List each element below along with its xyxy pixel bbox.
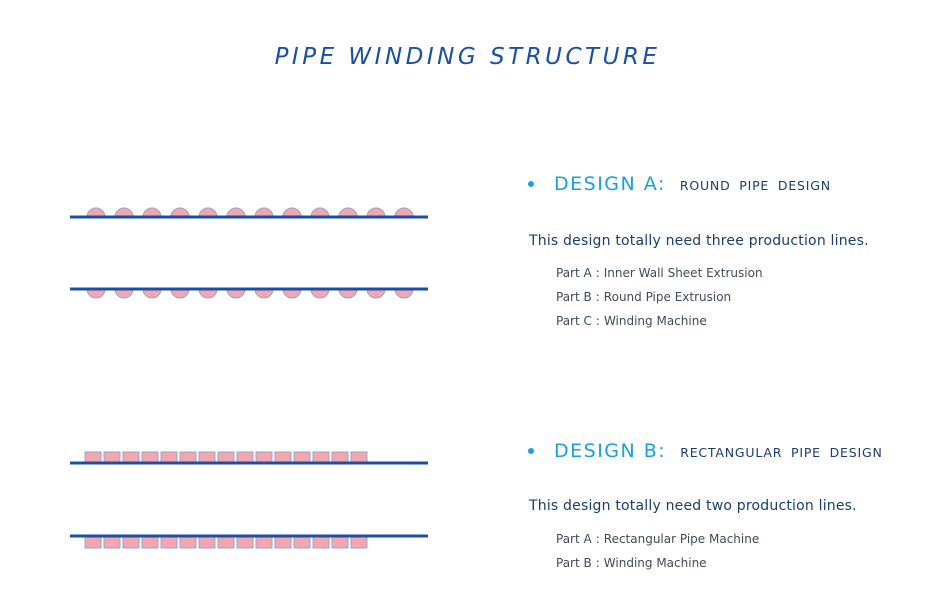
design-a-label: DESIGN A: — [554, 173, 666, 195]
bullet-icon — [528, 447, 534, 454]
rectangular-profile — [141, 451, 159, 464]
rectangular-profile — [141, 536, 159, 549]
bullet-icon — [528, 180, 534, 187]
part-id: Part A — [556, 266, 592, 280]
design-a-parts-list: Part A:Inner Wall Sheet Extrusion Part B… — [556, 261, 763, 333]
rectangular-profile — [236, 451, 254, 464]
rectangular-profile — [160, 451, 178, 464]
part-name: Inner Wall Sheet Extrusion — [603, 266, 763, 280]
rectangular-profile — [122, 536, 140, 549]
list-item: Part B:Round Pipe Extrusion — [556, 290, 732, 304]
rectangular-profile — [293, 451, 311, 464]
part-id: Part C — [556, 314, 592, 328]
part-id: Part A — [556, 532, 592, 546]
list-item: Part A:Rectangular Pipe Machine — [556, 532, 760, 546]
rectangular-profile — [179, 451, 197, 464]
part-id: Part B — [556, 556, 592, 570]
rectangular-profile — [84, 536, 102, 549]
rectangular-profile — [217, 536, 235, 549]
design-a-cross-section — [70, 207, 428, 299]
rectangular-profile — [350, 451, 368, 464]
list-item: Part C:Winding Machine — [556, 314, 707, 328]
rectangular-profile — [198, 536, 216, 549]
part-name: Winding Machine — [603, 314, 707, 328]
rectangular-profile — [160, 536, 178, 549]
part-name: Rectangular Pipe Machine — [603, 532, 760, 546]
rectangular-profile — [312, 536, 330, 549]
design-b-cross-section — [70, 451, 428, 549]
rectangular-profile — [255, 536, 273, 549]
rectangular-profile — [274, 451, 292, 464]
design-b-subtitle: RECTANGULAR PIPE DESIGN — [680, 445, 883, 460]
rectangular-profile — [293, 536, 311, 549]
design-b-parts-list: Part A:Rectangular Pipe Machine Part B:W… — [556, 527, 759, 575]
design-a-summary: This design totally need three productio… — [529, 233, 869, 249]
page-title: PIPE WINDING STRUCTURE — [274, 44, 661, 70]
rectangular-profile — [84, 451, 102, 464]
rectangular-profile — [198, 451, 216, 464]
design-a-heading: DESIGN A: ROUND PIPE DESIGN — [528, 173, 831, 195]
design-b-summary: This design totally need two production … — [529, 498, 857, 514]
rectangular-profile — [236, 536, 254, 549]
rectangular-profile — [312, 451, 330, 464]
rectangular-profile — [179, 536, 197, 549]
design-a-subtitle: ROUND PIPE DESIGN — [679, 178, 831, 193]
list-item: Part B:Winding Machine — [556, 556, 707, 570]
rectangular-profile — [331, 451, 349, 464]
part-name: Round Pipe Extrusion — [603, 290, 732, 304]
part-id: Part B — [556, 290, 592, 304]
design-b-heading: DESIGN B: RECTANGULAR PIPE DESIGN — [528, 440, 883, 462]
rectangular-profile — [122, 451, 140, 464]
list-item: Part A:Inner Wall Sheet Extrusion — [556, 266, 763, 280]
rectangular-profile — [274, 536, 292, 549]
design-b-label: DESIGN B: — [554, 440, 667, 462]
rectangular-profile — [217, 451, 235, 464]
rectangular-profile — [255, 451, 273, 464]
rectangular-profile — [331, 536, 349, 549]
part-name: Winding Machine — [603, 556, 707, 570]
rectangular-profile — [103, 451, 121, 464]
rectangular-profile — [103, 536, 121, 549]
rectangular-profile — [350, 536, 368, 549]
